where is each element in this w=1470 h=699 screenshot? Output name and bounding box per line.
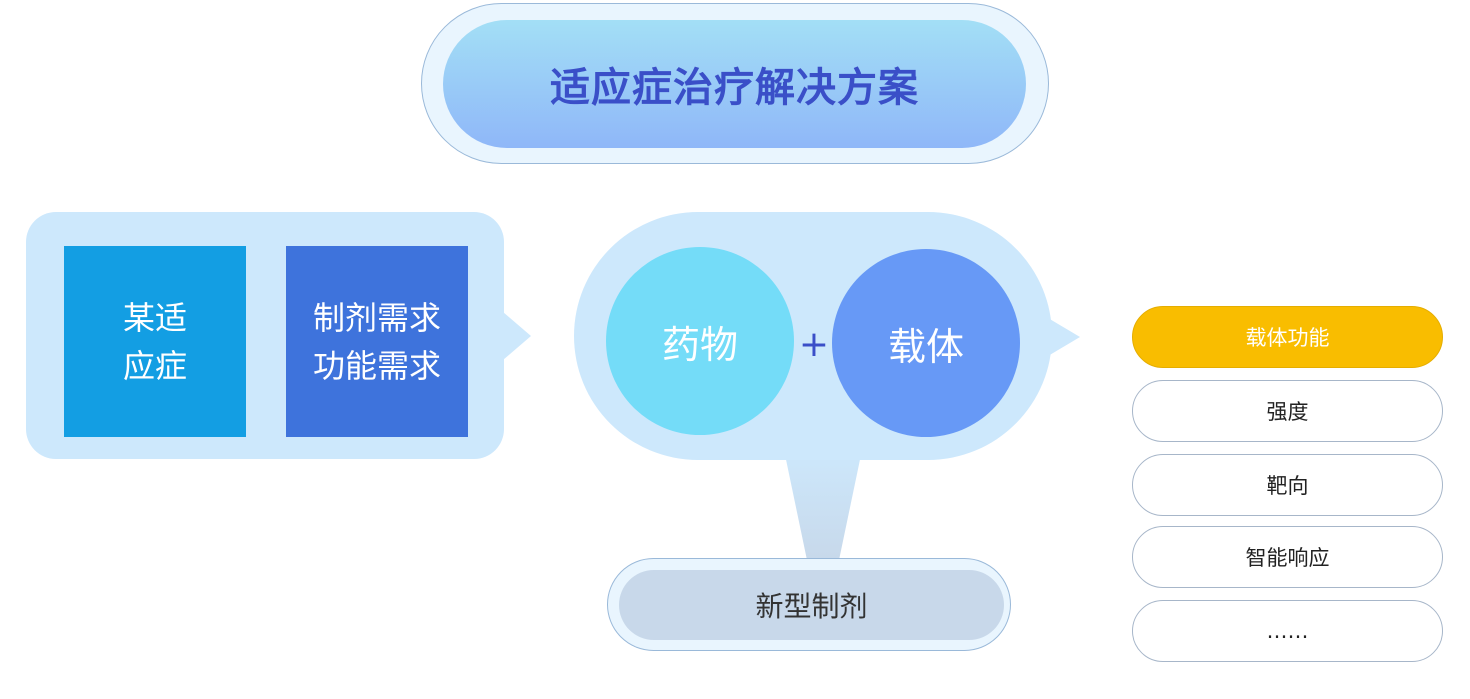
carrier-circle: 载体: [832, 249, 1020, 437]
needs-line-1: 制剂需求: [312, 298, 441, 337]
indication-line-2: 应症: [122, 346, 187, 385]
carrier-function-label: ……: [1266, 619, 1309, 643]
needs-line-2: 功能需求: [312, 346, 441, 385]
drug-label: 药物: [661, 322, 738, 367]
carrier-function-label: 靶向: [1266, 474, 1309, 498]
diagram-title: 适应症治疗解决方案: [550, 65, 919, 111]
output-label: 新型制剂: [755, 590, 868, 623]
center-to-output-connector: [784, 450, 862, 562]
needs-box: 制剂需求 功能需求: [286, 246, 468, 437]
carrier-function-label: 强度: [1266, 400, 1309, 424]
drug-circle: 药物: [606, 247, 794, 435]
carrier-function-item: 智能响应: [1132, 526, 1443, 588]
output-pill: 新型制剂: [619, 570, 1004, 640]
carrier-function-header: 载体功能: [1132, 306, 1443, 368]
formulation-bubble-pointer: [1048, 318, 1080, 356]
title-pill: 适应症治疗解决方案: [443, 20, 1026, 148]
carrier-label: 载体: [887, 324, 964, 369]
carrier-function-header-label: 载体功能: [1245, 326, 1330, 350]
carrier-function-item: 强度: [1132, 380, 1443, 442]
indication-box: 某适 应症: [64, 246, 246, 437]
carrier-function-item: 靶向: [1132, 454, 1443, 516]
indication-line-1: 某适: [122, 298, 187, 337]
requirements-bubble-pointer: [503, 312, 531, 360]
carrier-function-item: ……: [1132, 600, 1443, 662]
carrier-function-label: 智能响应: [1245, 546, 1330, 570]
plus-sign: +: [798, 323, 830, 365]
